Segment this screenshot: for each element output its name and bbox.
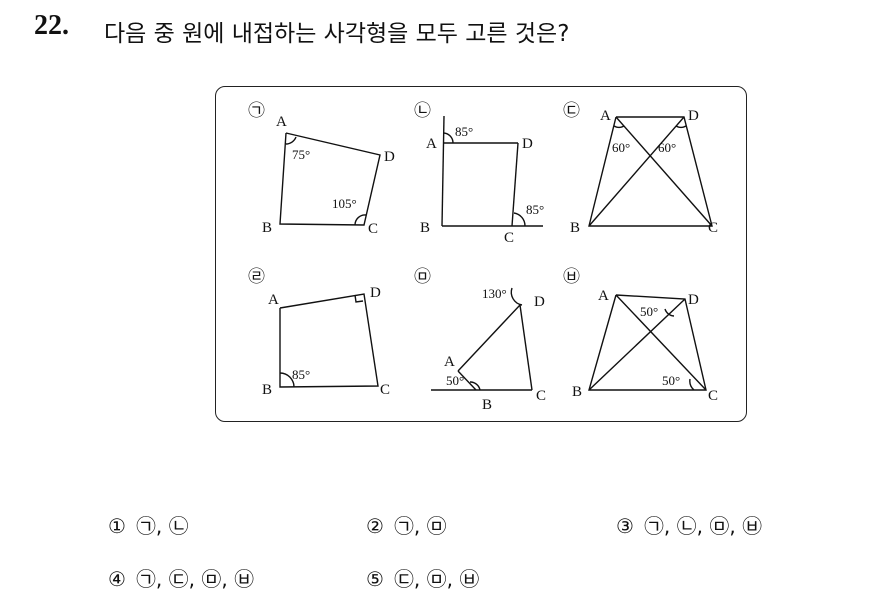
- figure-3-angle-d: 60°: [658, 140, 676, 155]
- figure-box: [215, 86, 747, 422]
- figure-2-vertex-d: D: [522, 136, 533, 152]
- figure-3-vertex-c: C: [708, 220, 718, 236]
- figure-2-quadrilateral: [441, 115, 543, 227]
- figure-6-vertex-b: B: [572, 384, 582, 400]
- figure-2-vertex-b: B: [420, 220, 430, 236]
- figure-6-vertex-a: A: [598, 288, 609, 304]
- figure-5-quadrilateral: [431, 287, 533, 391]
- figure-6-angle-c: 50°: [662, 373, 680, 388]
- figure-4-marker: ㉣: [248, 267, 265, 286]
- figure-6-angle-d: 50°: [640, 304, 658, 319]
- figure-6-quadrilateral: [588, 294, 707, 391]
- figure-4-vertex-b: B: [262, 382, 272, 398]
- choice-4[interactable]: ④ ㉠, ㉢, ㉤, ㉥: [108, 563, 254, 592]
- choice-5[interactable]: ⑤ ㉢, ㉤, ㉥: [366, 563, 479, 592]
- figure-3-vertex-b: B: [570, 220, 580, 236]
- choice-5-text: ㉢, ㉤, ㉥: [393, 567, 480, 591]
- figure-3-marker: ㉢: [563, 101, 580, 120]
- question-number: 22.: [34, 10, 69, 41]
- figure-1-vertex-b: B: [262, 220, 272, 236]
- figure-6-vertex-c: C: [708, 388, 718, 404]
- figure-1-marker: ㉠: [248, 101, 265, 120]
- choice-2-text: ㉠, ㉤: [393, 514, 447, 538]
- choice-1-text: ㉠, ㉡: [135, 514, 189, 538]
- figure-3-angle-a: 60°: [612, 140, 630, 155]
- figure-4-vertex-c: C: [380, 382, 390, 398]
- figure-4-vertex-d: D: [370, 285, 381, 301]
- figure-2-angle-c: 85°: [526, 202, 544, 217]
- figure-5-angle-d: 130°: [482, 286, 507, 301]
- figure-4-vertex-a: A: [268, 292, 279, 308]
- choice-4-text: ㉠, ㉢, ㉤, ㉥: [135, 567, 255, 591]
- choice-5-number: ⑤: [366, 567, 384, 591]
- figure-3-quadrilateral: [588, 116, 713, 227]
- figure-1-vertex-d: D: [384, 149, 395, 165]
- figure-5-angle-b: 50°: [446, 373, 464, 388]
- figure-6-marker: ㉥: [563, 267, 580, 286]
- figure-2-angle-a: 85°: [455, 124, 473, 139]
- choice-3[interactable]: ③ ㉠, ㉡, ㉤, ㉥: [616, 510, 762, 539]
- choice-1[interactable]: ① ㉠, ㉡: [108, 510, 189, 539]
- figure-2-vertex-a: A: [426, 136, 437, 152]
- figure-4-angle-b: 85°: [292, 367, 310, 382]
- figure-6-vertex-d: D: [688, 292, 699, 308]
- choice-1-number: ①: [108, 514, 126, 538]
- figure-2-vertex-c: C: [504, 230, 514, 246]
- choice-3-number: ③: [616, 514, 634, 538]
- choice-3-text: ㉠, ㉡, ㉤, ㉥: [643, 514, 763, 538]
- figure-5-vertex-b: B: [482, 397, 492, 413]
- figure-1-quadrilateral: [279, 132, 381, 226]
- figure-1-angle-c: 105°: [332, 196, 357, 211]
- question-text: 다음 중 원에 내접하는 사각형을 모두 고른 것은?: [104, 21, 570, 47]
- figure-1-angle-a: 75°: [292, 147, 310, 162]
- figure-3-vertex-a: A: [600, 108, 611, 124]
- figure-5-vertex-a: A: [444, 354, 455, 370]
- figure-4-quadrilateral: [279, 293, 379, 388]
- choice-4-number: ④: [108, 567, 126, 591]
- figure-5-vertex-d: D: [534, 294, 545, 310]
- figure-2-marker: ㉡: [414, 101, 431, 120]
- figure-3-vertex-d: D: [688, 108, 699, 124]
- figure-5-marker: ㉤: [414, 267, 431, 286]
- figure-1-vertex-a: A: [276, 114, 287, 130]
- choice-2-number: ②: [366, 514, 384, 538]
- figure-5-vertex-c: C: [536, 388, 546, 404]
- figure-1-vertex-c: C: [368, 221, 378, 237]
- choice-2[interactable]: ② ㉠, ㉤: [366, 510, 447, 539]
